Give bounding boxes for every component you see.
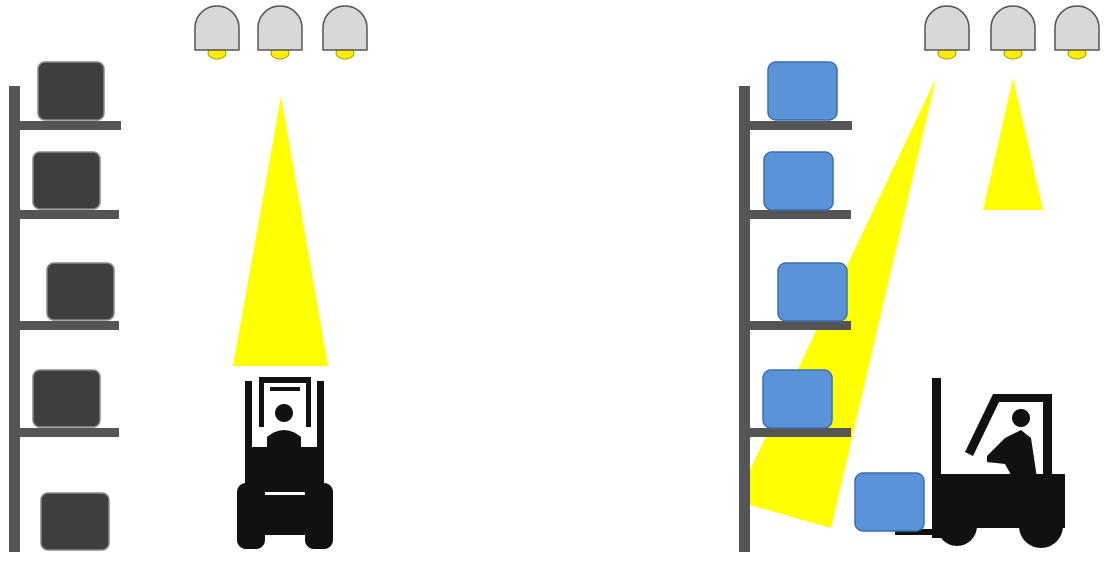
right-box-1 [767,61,838,121]
ceiling-lamp-icon [1054,5,1100,60]
ceiling-lamp-icon [990,5,1036,60]
right-lamps [924,5,1100,60]
forklift-front-icon [237,377,333,549]
right-shelf-rack [739,86,852,552]
left-box-1 [37,61,105,121]
ceiling-lamp-icon [322,5,368,60]
left-shelf-1 [9,121,121,130]
right-box-3 [777,262,848,322]
right-light-beam-straight [983,78,1043,210]
left-box-4 [32,369,101,428]
left-box-2 [32,151,101,210]
ceiling-lamp-icon [924,5,970,60]
left-shelf-3 [9,321,119,330]
right-shelf-2 [739,210,851,219]
left-box-3 [46,262,115,321]
left-light-beam [233,96,328,366]
right-box-4 [762,369,833,429]
forklift-side-icon [895,378,1065,548]
right-shelf-4 [739,428,851,437]
right-boxes [762,61,848,429]
right-box-2 [763,151,834,211]
right-panel [739,5,1100,552]
ceiling-lamp-icon [194,5,240,60]
carried-box [854,472,925,532]
right-shelf-3 [739,321,851,330]
left-panel [9,5,368,552]
right-shelf-1 [739,121,852,130]
ceiling-lamp-icon [257,5,303,60]
left-shelf-post [9,86,20,552]
right-shelf-post [739,86,750,552]
left-boxes [32,61,115,551]
left-shelf-2 [9,210,119,219]
left-shelf-rack [9,86,121,552]
left-box-5 [40,492,110,551]
left-shelf-4 [9,428,119,437]
left-lamps [194,5,368,60]
